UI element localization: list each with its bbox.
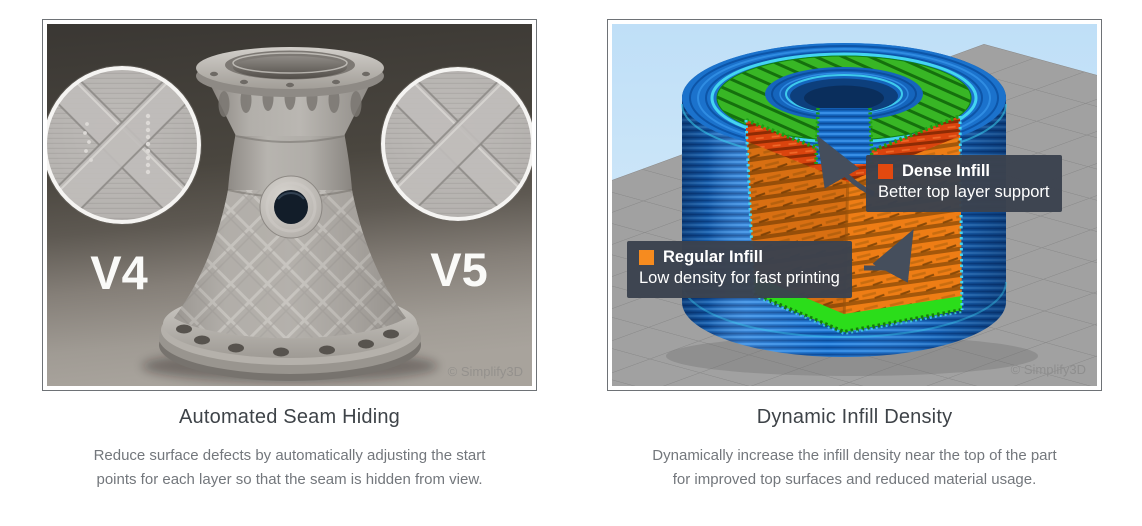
seam-hiding-figure: V4 V5 © Simplify3D <box>42 19 537 391</box>
feature-description-seam-hiding: Reduce surface defects by automatically … <box>42 444 537 492</box>
version-label-v5: V5 <box>430 243 488 296</box>
version-label-v4: V4 <box>90 246 148 299</box>
feature-title-infill-density: Dynamic Infill Density <box>756 406 953 428</box>
feature-description-infill-density: Dynamically increase the infill density … <box>607 444 1102 492</box>
description-line: points for each layer so that the seam i… <box>96 471 483 488</box>
regular-infill-arrow <box>864 229 914 283</box>
dense-infill-callout: Dense Infill Better top layer support <box>866 155 1062 212</box>
dense-infill-sublabel: Better top layer support <box>878 183 1050 202</box>
description-line: for improved top surfaces and reduced ma… <box>672 471 1037 488</box>
description-line: Reduce surface defects by automatically … <box>93 447 486 464</box>
cutaway-section <box>744 107 964 336</box>
feature-title-seam-hiding: Automated Seam Hiding <box>179 406 400 428</box>
regular-infill-callout: Regular Infill Low density for fast prin… <box>627 241 852 298</box>
dense-infill-swatch-icon <box>878 164 893 180</box>
regular-infill-swatch-icon <box>639 250 654 266</box>
regular-infill-label: Regular Infill <box>663 248 763 266</box>
description-line: Dynamically increase the infill density … <box>652 447 1057 464</box>
photo-watermark: © Simplify3D <box>448 364 523 379</box>
infill-density-caption: Dynamic Infill Density Dynamically incre… <box>607 406 1102 492</box>
seam-hiding-image: V4 V5 © Simplify3D <box>47 24 532 386</box>
infill-density-image: © Simplify3D Dense Infill Better top lay… <box>612 24 1097 386</box>
printed-part <box>142 47 438 382</box>
dense-infill-label: Dense Infill <box>902 162 991 180</box>
regular-infill-sublabel: Low density for fast printing <box>639 269 840 288</box>
seam-hiding-caption: Automated Seam Hiding Reduce surface def… <box>42 406 537 492</box>
infill-density-figure: © Simplify3D Dense Infill Better top lay… <box>607 19 1102 391</box>
printed-part-photo: V4 V5 © Simplify3D <box>47 24 532 386</box>
seam-artifacts <box>83 113 151 175</box>
render-watermark: © Simplify3D <box>1011 362 1086 377</box>
